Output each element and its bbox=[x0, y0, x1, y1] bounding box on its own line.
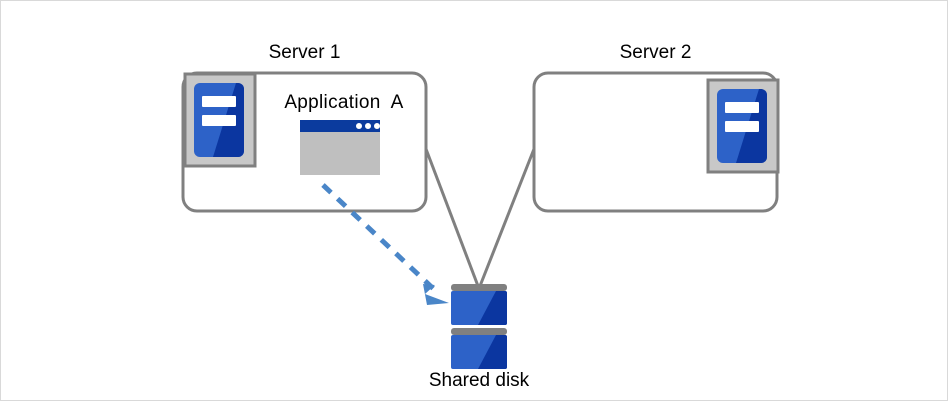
server-1-label: Server 1 bbox=[268, 42, 341, 63]
window-dot-3 bbox=[374, 123, 380, 129]
connector-server1-to-disk bbox=[424, 148, 480, 287]
window-dot-2 bbox=[365, 123, 371, 129]
server-icon-1 bbox=[183, 72, 257, 168]
disk-band-middle bbox=[451, 328, 507, 335]
application-label: Application A bbox=[284, 92, 404, 113]
connector-application-to-disk bbox=[321, 183, 449, 305]
server-2-label: Server 2 bbox=[619, 42, 692, 63]
window-dot-1 bbox=[356, 123, 362, 129]
disk-band-top bbox=[451, 284, 507, 291]
application-window-icon bbox=[300, 120, 380, 175]
shared-disk-label: Shared disk bbox=[428, 370, 530, 391]
shared-disk-icon bbox=[451, 284, 507, 369]
server-icon-2 bbox=[706, 78, 780, 174]
connector-server2-to-disk bbox=[478, 148, 536, 287]
arrowhead bbox=[423, 284, 449, 305]
